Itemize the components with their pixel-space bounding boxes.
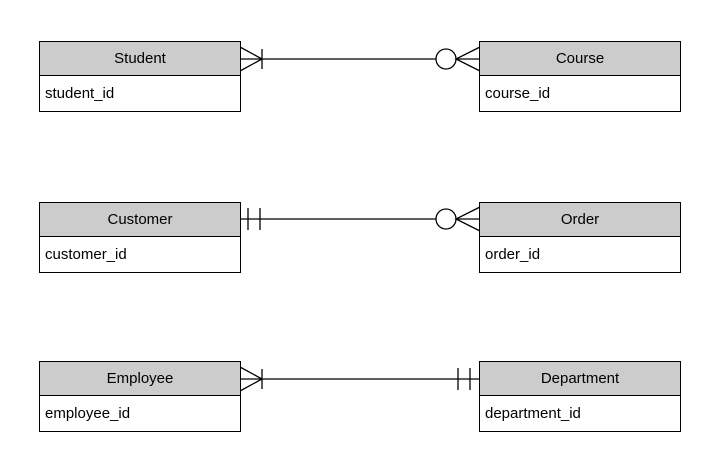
entity-student-title: Student (39, 41, 241, 76)
entity-order[interactable]: Order order_id (479, 202, 681, 273)
entity-student-attribute: student_id (39, 74, 241, 112)
entity-customer[interactable]: Customer customer_id (39, 202, 241, 273)
entity-employee[interactable]: Employee employee_id (39, 361, 241, 432)
connector-customer-order[interactable] (240, 206, 481, 232)
entity-student[interactable]: Student student_id (39, 41, 241, 112)
entity-customer-attribute: customer_id (39, 235, 241, 273)
entity-course-title: Course (479, 41, 681, 76)
connector-student-course[interactable] (239, 46, 481, 72)
entity-employee-attribute: employee_id (39, 394, 241, 432)
entity-department-title: Department (479, 361, 681, 396)
entity-course-attribute: course_id (479, 74, 681, 112)
connector-employee-department[interactable] (239, 366, 480, 392)
entity-course[interactable]: Course course_id (479, 41, 681, 112)
entity-order-title: Order (479, 202, 681, 237)
cardinality-many-icon (454, 46, 481, 72)
cardinality-zero-circle-icon (435, 208, 457, 230)
cardinality-zero-circle-icon (435, 48, 457, 70)
cardinality-many-icon (454, 206, 481, 232)
entity-employee-title: Employee (39, 361, 241, 396)
entity-department[interactable]: Department department_id (479, 361, 681, 432)
entity-department-attribute: department_id (479, 394, 681, 432)
entity-customer-title: Customer (39, 202, 241, 237)
entity-order-attribute: order_id (479, 235, 681, 273)
